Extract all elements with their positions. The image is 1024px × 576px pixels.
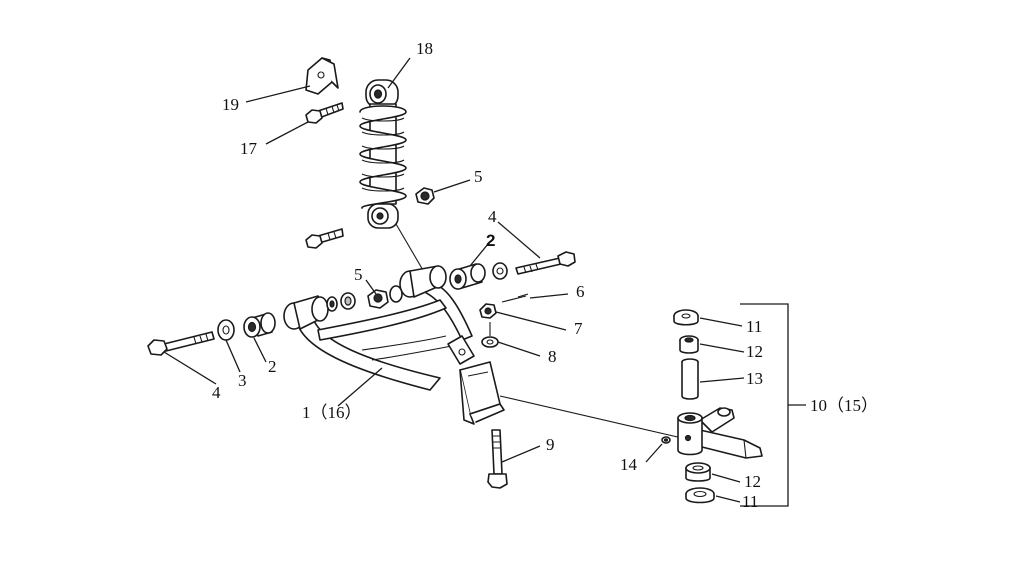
callout-12-bottom: 12 [744, 472, 761, 491]
upper-bolt-part [305, 102, 344, 124]
callout-13: 13 [746, 369, 763, 388]
callout-12-top: 12 [746, 342, 763, 361]
callout-8: 8 [548, 347, 557, 366]
callout-4-top: 4 [488, 207, 497, 226]
callout-2-left: 2 [268, 357, 277, 376]
cotter-pin-part [501, 293, 529, 303]
sleeve-top-part [679, 335, 699, 354]
thrust-washer-top-part [673, 309, 699, 326]
callout-6: 6 [576, 282, 585, 301]
callout-10: 10（15） [810, 396, 878, 415]
thrust-washer-bottom-part [685, 487, 715, 504]
callout-11-bottom: 11 [742, 492, 758, 511]
callout-14: 14 [620, 455, 638, 474]
sleeve-bottom-part [685, 462, 711, 482]
grease-fitting-part [661, 436, 671, 444]
callout-18: 18 [416, 39, 433, 58]
callout-4-left: 4 [212, 383, 221, 402]
castle-nut-part [479, 303, 497, 319]
callout-5-mid: 5 [354, 265, 363, 284]
shock-absorber-part [359, 79, 407, 229]
callout-17: 17 [240, 139, 258, 158]
right-bolt-part [515, 251, 576, 275]
bracket-part [305, 57, 339, 95]
left-bolt-part [147, 331, 215, 356]
leader-lines [163, 57, 745, 503]
callout-3: 3 [238, 371, 247, 390]
lower-bolt-part [487, 429, 508, 489]
callout-5-top: 5 [474, 167, 483, 186]
lower-washer-part [481, 322, 499, 348]
callout-1: 1（16） [302, 403, 362, 422]
shock-lower-bolt-part [305, 228, 344, 249]
callout-2-top: 2 [486, 231, 495, 250]
middle-hardware-part [326, 285, 403, 312]
shock-nut-part [415, 187, 435, 205]
kingpin-bushing-part [681, 358, 699, 400]
callout-7: 7 [574, 319, 583, 338]
right-bushing-part [449, 263, 486, 290]
left-washer-part [217, 319, 235, 341]
right-washer-part [492, 262, 508, 280]
callout-11-top: 11 [746, 317, 762, 336]
callout-9: 9 [546, 435, 555, 454]
steering-knuckle-part [677, 407, 763, 459]
callout-19: 19 [222, 95, 239, 114]
left-bushing-part [243, 312, 276, 338]
control-arm-part [283, 265, 505, 425]
